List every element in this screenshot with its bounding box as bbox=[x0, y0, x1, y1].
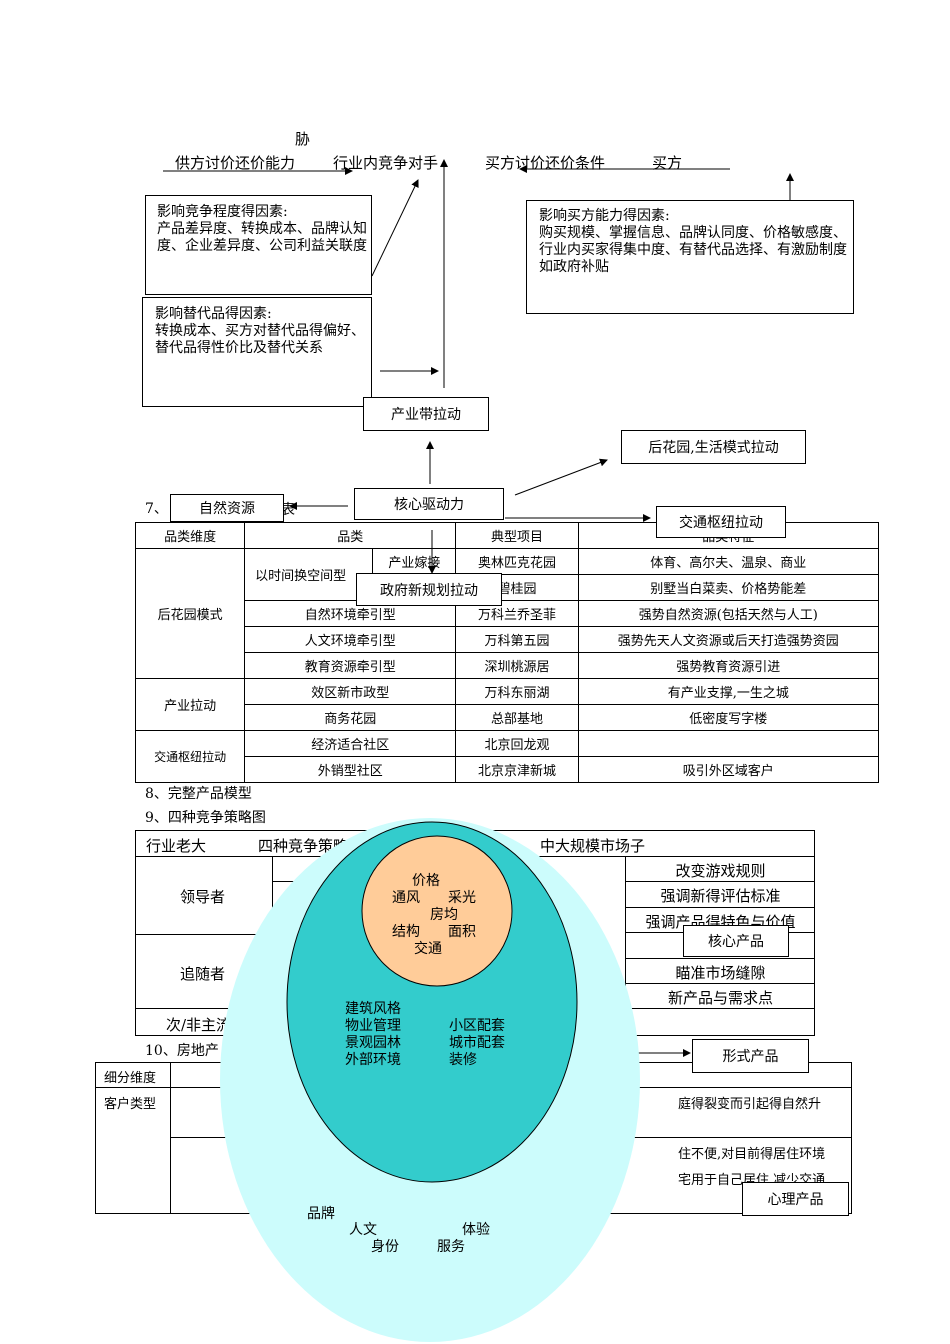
project: 万科第五园 bbox=[455, 626, 579, 653]
category: 外销型社区 bbox=[244, 756, 457, 783]
form-word: 小区配套 bbox=[449, 1018, 505, 1034]
project: 深圳桃源居 bbox=[455, 652, 579, 679]
category: 教育资源牵引型 bbox=[244, 652, 457, 679]
government-driver-box: 政府新规划拉动 bbox=[356, 573, 502, 606]
buyer-factors-box: 影响买方能力得因素: 购买规模、掌握信息、品牌认同度、价格敏感度、行业内买家得集… bbox=[526, 200, 854, 314]
table-row: 商务花园 总部基地 低密度写字楼 bbox=[136, 704, 880, 731]
group-industry: 产业拉动 bbox=[134, 678, 246, 731]
psych-word: 品牌 bbox=[307, 1206, 335, 1222]
form-word: 建筑风格 bbox=[345, 1001, 401, 1017]
core-word: 结构 bbox=[392, 924, 420, 940]
project: 奥林匹克花园 bbox=[455, 548, 579, 575]
feature: 体育、高尔夫、温泉、商业 bbox=[577, 548, 880, 575]
project: 总部基地 bbox=[455, 704, 579, 731]
transport-driver-box: 交通枢纽拉动 bbox=[656, 506, 786, 538]
core-product-label: 核心产品 bbox=[683, 925, 789, 957]
section7-prefix: 7、 bbox=[145, 501, 168, 517]
table-row: 后花园模式 以时间换空间型 产业嫁接 奥林匹克花园 体育、高尔夫、温泉、商业 bbox=[134, 548, 880, 679]
feature: 吸引外区域客户 bbox=[577, 756, 880, 783]
core-word: 通风 bbox=[392, 890, 420, 906]
form-word: 城市配套 bbox=[449, 1035, 505, 1051]
strategy-leader: 领导者 bbox=[180, 888, 226, 906]
psych-word: 人文 bbox=[349, 1222, 377, 1238]
buyer-factors-title: 影响买方能力得因素: bbox=[539, 208, 670, 224]
substitute-factors-body: 转换成本、买方对替代品得偏好、替代品得性价比及替代关系 bbox=[155, 323, 365, 356]
strategy-right-item: 新产品与需求点 bbox=[667, 989, 773, 1007]
force-buyer: 买方 bbox=[652, 154, 683, 172]
core-word: 价格 bbox=[412, 873, 440, 889]
core-word: 交通 bbox=[414, 941, 442, 957]
competition-factors-title: 影响竞争程度得因素: bbox=[157, 204, 288, 220]
core-word: 采光 bbox=[448, 890, 476, 906]
competition-factors-box: 影响竞争程度得因素: 产品差异度、转换成本、品牌认知度、企业差异度、公司利益关联… bbox=[145, 195, 372, 295]
garden-driver-box: 后花园,生活模式拉动 bbox=[621, 430, 806, 464]
header-project: 典型项目 bbox=[455, 522, 579, 549]
competition-factors-body: 产品差异度、转换成本、品牌认知度、企业差异度、公司利益关联度 bbox=[157, 221, 367, 254]
table-row: 外销型社区 北京京津新城 吸引外区域客户 bbox=[136, 756, 880, 783]
core-word: 面积 bbox=[448, 924, 476, 940]
project: 北京京津新城 bbox=[455, 756, 579, 783]
table-row: 产业拉动 效区新市政型 万科东丽湖 有产业支撑,一生之城 bbox=[134, 678, 880, 731]
form-word: 景观园林 bbox=[345, 1035, 401, 1051]
strategy-right-item: 改变游戏规则 bbox=[675, 862, 766, 880]
strategy-minor: 次/非主流 bbox=[166, 1016, 232, 1034]
natural-driver-box: 自然资源 bbox=[170, 494, 284, 522]
strategy-right-item: 瞄准市场缝隙 bbox=[675, 964, 766, 982]
form-word: 物业管理 bbox=[345, 1018, 401, 1034]
segment-snippet: 住不便,对目前得居住环境 bbox=[678, 1147, 826, 1162]
force-rivals: 行业内竞争对手 bbox=[333, 154, 439, 172]
feature bbox=[577, 730, 880, 757]
segment-dimension: 细分维度 bbox=[104, 1071, 157, 1086]
strategy-header-left: 行业老大 bbox=[146, 837, 207, 855]
strategy-follower: 追随者 bbox=[180, 965, 226, 983]
form-word: 装修 bbox=[449, 1052, 477, 1068]
project: 北京回龙观 bbox=[455, 730, 579, 757]
core-to-garden-arrow bbox=[514, 458, 608, 496]
buyer-factors-body: 购买规模、掌握信息、品牌认同度、价格敏感度、行业内买家得集中度、有替代品选择、有… bbox=[539, 225, 847, 275]
section8-title: 8、完整产品模型 bbox=[145, 786, 252, 802]
table-row: 交通枢纽拉动 经济适合社区 北京回龙观 bbox=[134, 730, 880, 783]
force-buyer-conditions: 买方讨价还价条件 bbox=[485, 154, 606, 172]
strategy-header-right: 中大规模市场子 bbox=[540, 837, 646, 855]
substitute-factors-box: 影响替代品得因素: 转换成本、买方对替代品得偏好、替代品得性价比及替代关系 bbox=[142, 297, 372, 407]
strategy-right-item: 强调新得评估标准 bbox=[660, 887, 781, 905]
industry-driver-box: 产业带拉动 bbox=[363, 397, 489, 431]
table-row: 人文环境牵引型 万科第五园 强势先天人文资源或后天打造强势资园 bbox=[136, 626, 880, 653]
psych-product-label: 心理产品 bbox=[742, 1182, 849, 1216]
section9-title: 9、四种竞争策略图 bbox=[145, 810, 266, 826]
core-word: 房均 bbox=[430, 907, 458, 923]
feature: 有产业支撑,一生之城 bbox=[577, 678, 880, 705]
force-supplier: 供方讨价还价能力 bbox=[175, 154, 296, 172]
threat-label: 胁 bbox=[295, 130, 311, 148]
core-product-circle bbox=[361, 835, 513, 987]
psych-word: 服务 bbox=[437, 1239, 465, 1255]
header-category: 品类 bbox=[244, 522, 457, 549]
psych-word: 体验 bbox=[462, 1222, 490, 1238]
form-product-label: 形式产品 bbox=[692, 1039, 809, 1073]
core-driver-box: 核心驱动力 bbox=[354, 488, 504, 520]
category: 效区新市政型 bbox=[244, 678, 457, 705]
form-word: 外部环境 bbox=[345, 1052, 401, 1068]
section10-title: 10、房地产 bbox=[145, 1043, 219, 1059]
feature: 强势自然资源(包括天然与人工) bbox=[577, 600, 880, 627]
psych-word: 身份 bbox=[371, 1239, 399, 1255]
substitute-factors-title: 影响替代品得因素: bbox=[155, 306, 272, 322]
category: 商务花园 bbox=[244, 704, 457, 731]
competition-arrow bbox=[371, 179, 419, 277]
segment-snippet: 庭得裂变而引起得自然升 bbox=[678, 1097, 822, 1112]
segment-customer-type: 客户类型 bbox=[104, 1097, 157, 1112]
